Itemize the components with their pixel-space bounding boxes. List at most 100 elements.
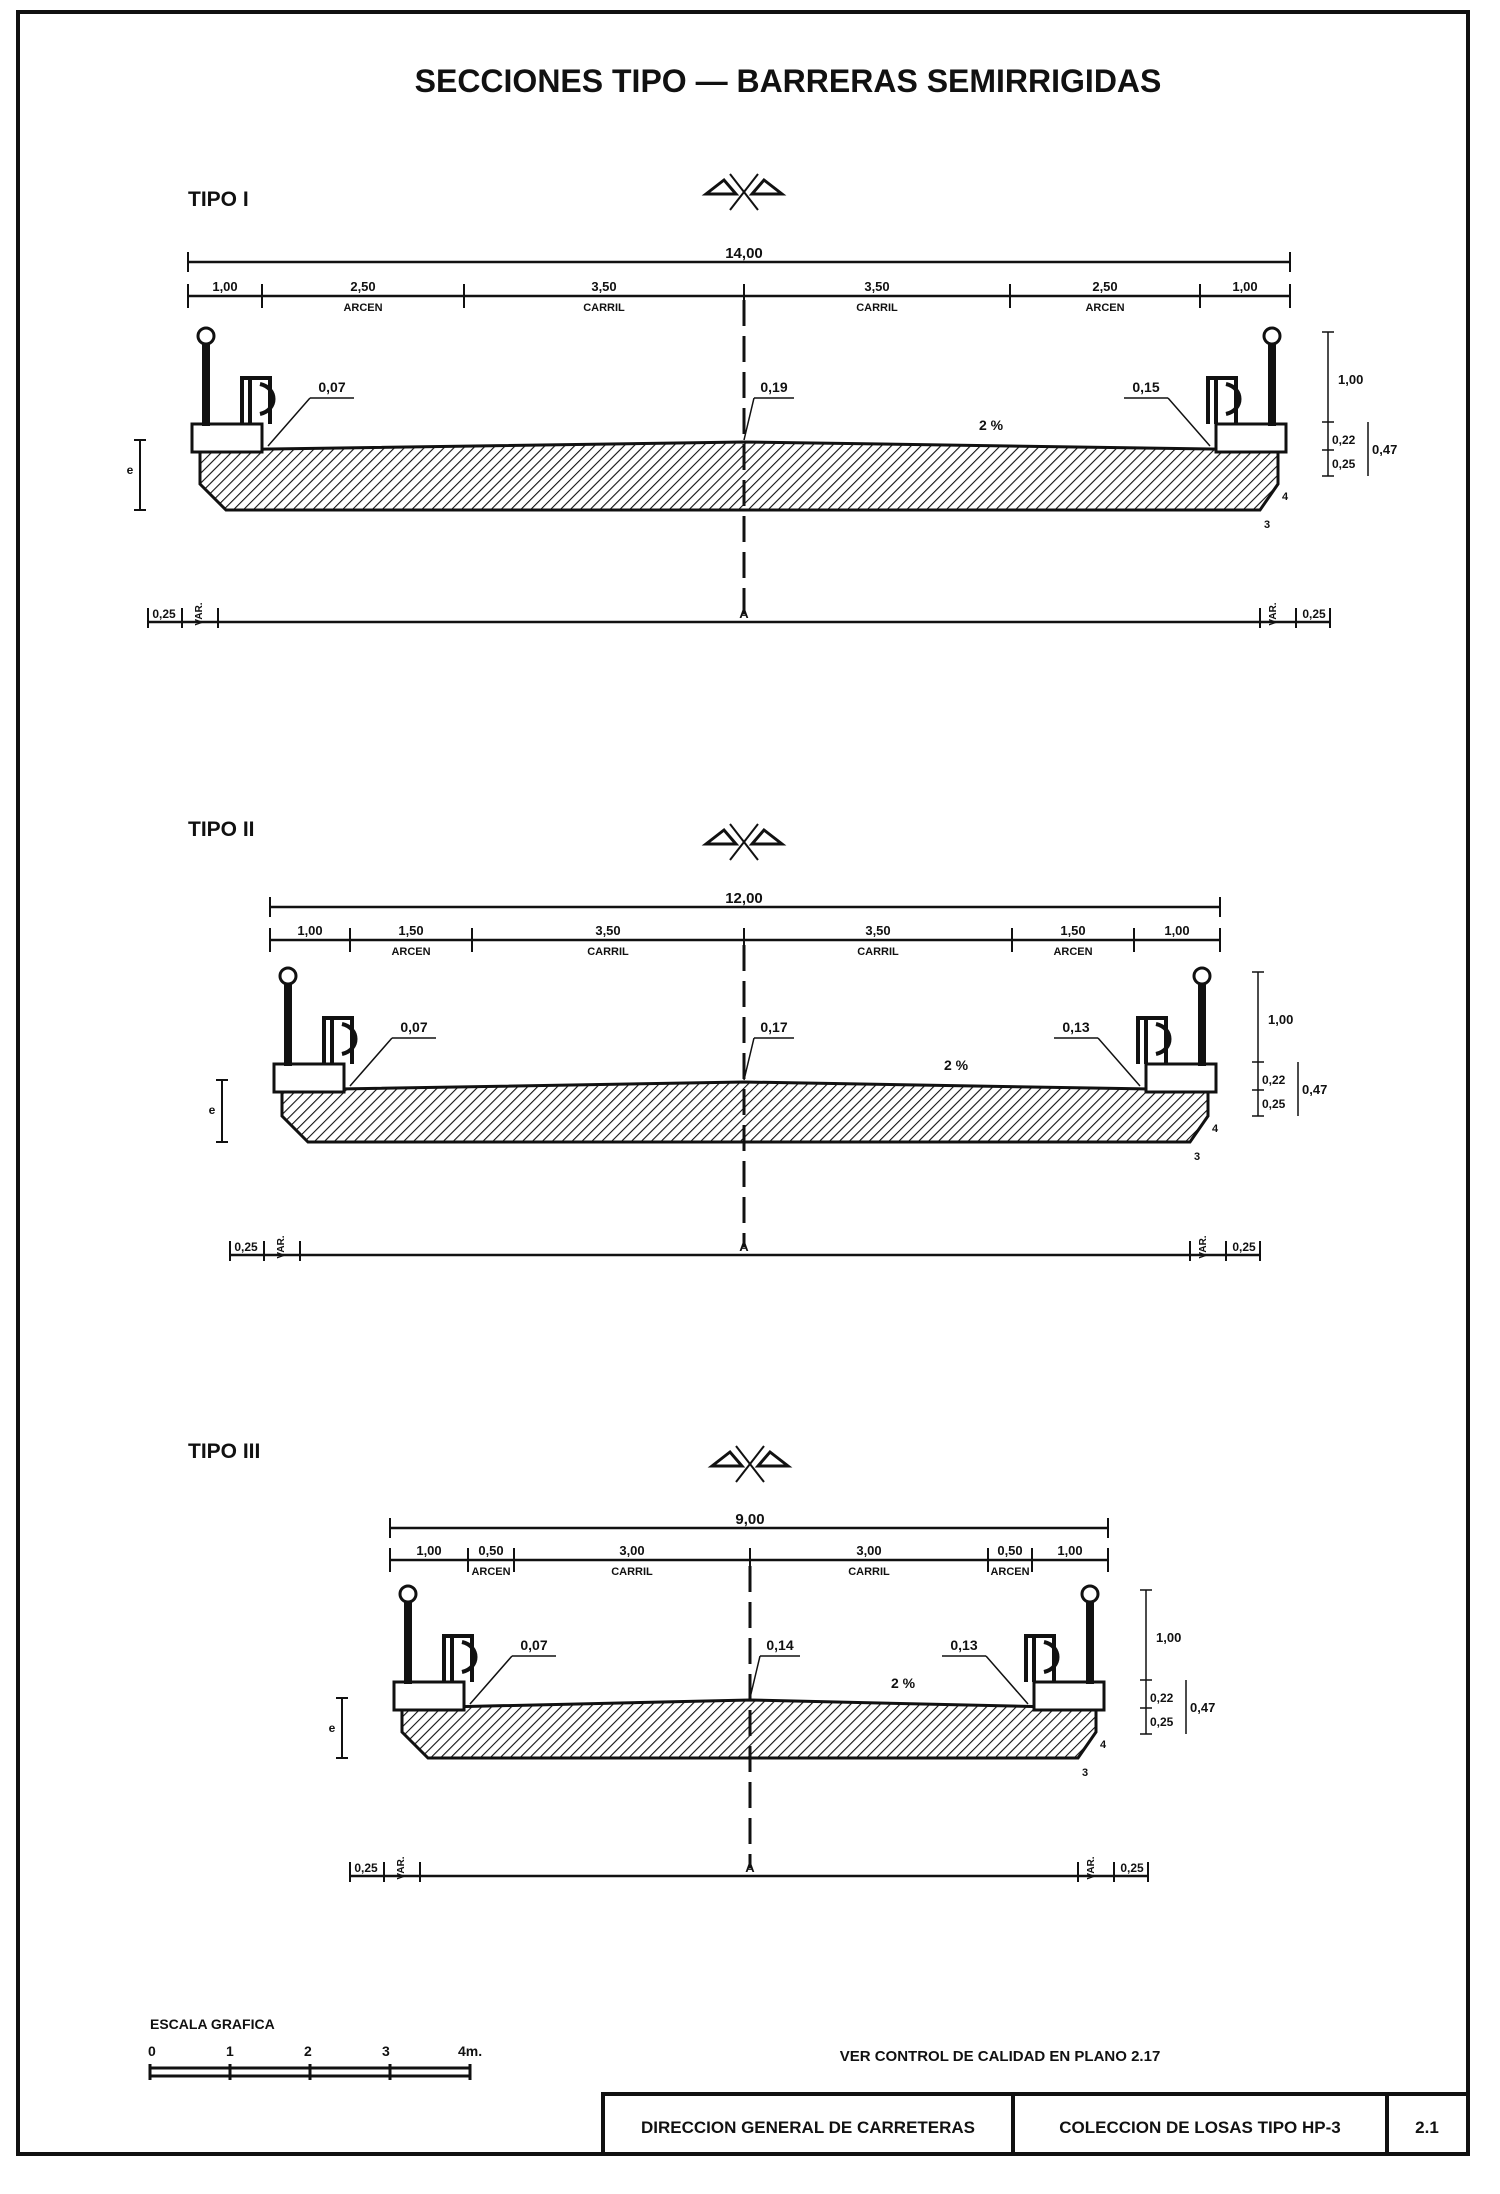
height-total: 0,47 — [1302, 1082, 1327, 1097]
segment-width: 0,50 — [478, 1543, 503, 1558]
left-post — [404, 1598, 412, 1684]
axis-symbol-icon — [701, 177, 787, 196]
var-label-left: VAR. — [276, 1235, 287, 1258]
segment-label: ARCEN — [391, 946, 430, 958]
height-b: 0,25 — [1262, 1097, 1286, 1111]
title-block: DIRECCION GENERAL DE CARRETERAS COLECCIO… — [601, 2092, 1470, 2156]
total-width: 12,00 — [725, 890, 763, 907]
right-barrier — [1024, 1634, 1060, 1682]
segment-label: ARCEN — [990, 1566, 1029, 1578]
section-title: TIPO I — [188, 188, 249, 211]
var-label-left: VAR. — [396, 1856, 407, 1879]
sheet-number: 2.1 — [1415, 2118, 1439, 2137]
total-width: 9,00 — [735, 1511, 764, 1528]
bottom-right-width: 0,25 — [1232, 1240, 1256, 1254]
scale-tick-1: 1 — [226, 2043, 234, 2059]
segment-width: 1,00 — [416, 1543, 441, 1558]
left-curb — [392, 1680, 466, 1712]
right-curb — [1214, 422, 1288, 454]
axis-label: A — [739, 1239, 749, 1254]
axis-symbol-icon — [701, 827, 787, 846]
axis-symbol-icon — [707, 1449, 793, 1468]
height-a: 0,22 — [1150, 1691, 1174, 1705]
left-post — [284, 980, 292, 1066]
scale-tick-4: 4m. — [458, 2043, 482, 2059]
left-barrier — [322, 1016, 358, 1064]
graphic-scale: ESCALA GRAFICA 0 1 2 3 4m. — [148, 2016, 482, 2080]
slope-label: 2 % — [979, 417, 1004, 433]
slope-label: 2 % — [891, 1675, 916, 1691]
chamfer-a: 4 — [1282, 491, 1289, 503]
collection-name: COLECCION DE LOSAS TIPO HP-3 — [1059, 2118, 1340, 2137]
right-post — [1086, 1598, 1094, 1684]
axis-label: A — [745, 1860, 755, 1875]
scale-tick-2: 2 — [304, 2043, 312, 2059]
right-post — [1198, 980, 1206, 1066]
segment-label: CARRIL — [848, 1566, 890, 1578]
agency-name: DIRECCION GENERAL DE CARRETERAS — [641, 2118, 975, 2137]
scale-tick-0: 0 — [148, 2043, 156, 2059]
segment-width: 1,00 — [1232, 279, 1257, 294]
segment-width: 3,50 — [864, 279, 889, 294]
left-barrier — [442, 1634, 478, 1682]
quality-note: VER CONTROL DE CALIDAD EN PLANO 2.17 — [840, 2048, 1161, 2065]
deck-slab — [198, 440, 1280, 512]
slab-thickness-label: e — [329, 1721, 336, 1735]
segment-width: 2,50 — [350, 279, 375, 294]
right-thickness: 0,15 — [1132, 379, 1159, 395]
right-post — [1268, 340, 1276, 426]
height-barrier: 1,00 — [1268, 1012, 1293, 1027]
left-barrier — [240, 376, 276, 424]
height-b: 0,25 — [1332, 457, 1356, 471]
chamfer-b: 3 — [1264, 519, 1270, 531]
right-curb — [1032, 1680, 1106, 1712]
right-thickness: 0,13 — [1062, 1019, 1089, 1035]
bottom-left-width: 0,25 — [234, 1240, 258, 1254]
chamfer-a: 4 — [1100, 1739, 1107, 1751]
left-thickness: 0,07 — [520, 1637, 547, 1653]
var-label-left: VAR. — [194, 602, 205, 625]
right-thickness: 0,13 — [950, 1637, 977, 1653]
segment-width: 1,00 — [1057, 1543, 1082, 1558]
chamfer-b: 3 — [1082, 1767, 1088, 1779]
right-curb — [1144, 1062, 1218, 1094]
var-label-right: VAR. — [1086, 1856, 1097, 1879]
segment-width: 3,00 — [856, 1543, 881, 1558]
segment-label: CARRIL — [856, 302, 898, 314]
deck-slab — [400, 1698, 1098, 1760]
center-thickness: 0,14 — [766, 1637, 793, 1653]
segment-label: CARRIL — [587, 946, 629, 958]
height-barrier: 1,00 — [1156, 1630, 1181, 1645]
center-thickness: 0,17 — [760, 1019, 787, 1035]
segment-width: 3,50 — [865, 923, 890, 938]
height-a: 0,22 — [1332, 433, 1356, 447]
height-barrier: 1,00 — [1338, 372, 1363, 387]
segment-width: 0,50 — [997, 1543, 1022, 1558]
right-barrier — [1206, 376, 1242, 424]
segment-width: 2,50 — [1092, 279, 1117, 294]
height-total: 0,47 — [1190, 1700, 1215, 1715]
bottom-left-width: 0,25 — [152, 607, 176, 621]
chamfer-b: 3 — [1194, 1151, 1200, 1163]
deck-slab — [280, 1080, 1210, 1144]
bottom-left-width: 0,25 — [354, 1861, 378, 1875]
left-thickness: 0,07 — [400, 1019, 427, 1035]
segment-width: 3,00 — [619, 1543, 644, 1558]
chamfer-a: 4 — [1212, 1123, 1219, 1135]
axis-label: A — [739, 606, 749, 621]
segment-label: ARCEN — [1085, 302, 1124, 314]
segment-label: CARRIL — [583, 302, 625, 314]
scale-label: ESCALA GRAFICA — [150, 2016, 275, 2032]
bottom-right-width: 0,25 — [1302, 607, 1326, 621]
height-total: 0,47 — [1372, 442, 1397, 457]
segment-label: CARRIL — [611, 1566, 653, 1578]
scale-tick-3: 3 — [382, 2043, 390, 2059]
segment-width: 1,00 — [297, 923, 322, 938]
segment-width: 3,50 — [595, 923, 620, 938]
drawing-title: SECCIONES TIPO — BARRERAS SEMIRRIGIDAS — [415, 63, 1162, 99]
left-curb — [190, 422, 264, 454]
left-thickness: 0,07 — [318, 379, 345, 395]
